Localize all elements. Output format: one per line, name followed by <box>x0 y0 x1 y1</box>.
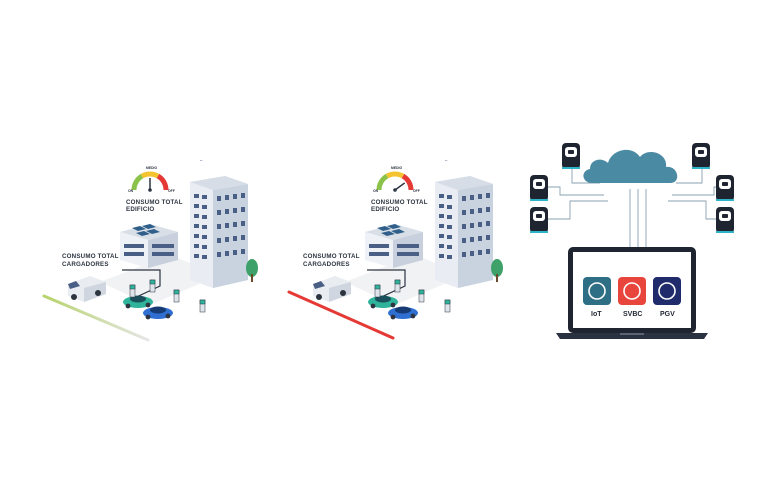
building-label-line2: EDIFICIO <box>126 206 154 213</box>
charging-stations <box>129 279 206 313</box>
wallbox-charger <box>530 175 548 201</box>
office-tower <box>435 160 493 288</box>
app-tile-pgv[interactable] <box>653 277 681 305</box>
gauge-needle <box>394 182 406 191</box>
app-label-iot: IoT <box>591 311 602 318</box>
gauge-top: MEDIO <box>391 166 402 170</box>
cloud-icon <box>583 149 678 183</box>
chargers-label-line2: CARGADORES <box>303 261 350 268</box>
charging-stations <box>374 279 451 313</box>
office-tower <box>190 160 248 288</box>
delivery-van <box>68 276 106 302</box>
chargers-label-line1: CONSUMO TOTAL <box>303 253 360 260</box>
gauge-top: MEDIO <box>146 166 157 170</box>
cloud-network-diagram: IoT SVBC PGV <box>530 143 734 339</box>
gauge-min: ON <box>128 189 134 193</box>
wallbox-charger <box>562 143 580 169</box>
building-label-line1: CONSUMO TOTAL <box>126 199 183 206</box>
tree <box>246 259 258 282</box>
gauge-max: OFF <box>168 189 175 193</box>
consumption-gauge: ON OFF MEDIO <box>373 166 420 193</box>
delivery-van <box>313 276 351 302</box>
ev-car-blue <box>388 306 418 320</box>
wallbox-charger <box>530 207 548 233</box>
tree <box>491 259 503 282</box>
wallbox-charger <box>692 143 710 169</box>
scene-normal: ON OFF MEDIO CONSUMO TOTAL EDIFICIO CONS… <box>42 160 258 342</box>
consumption-gauge: ON OFF MEDIO <box>128 166 175 193</box>
gauge-max: OFF <box>413 189 420 193</box>
solar-building <box>120 224 178 268</box>
charger-consumption-line <box>42 294 150 342</box>
gauge-min: ON <box>373 189 379 193</box>
app-tile-iot[interactable] <box>583 277 611 305</box>
solar-building <box>365 224 423 268</box>
app-label-pgv: PGV <box>660 311 675 318</box>
wallbox-chargers <box>530 143 734 233</box>
wallbox-charger <box>716 175 734 201</box>
ev-car-blue <box>143 306 173 320</box>
building-label-line1: CONSUMO TOTAL <box>371 199 428 206</box>
chargers-label-line2: CARGADORES <box>62 261 109 268</box>
wallbox-charger <box>716 207 734 233</box>
app-tile-svbc[interactable] <box>618 277 646 305</box>
app-label-svbc: SVBC <box>623 311 642 318</box>
scene-overload: ON OFF MEDIO CONSUMO TOTAL EDIFICIO CONS… <box>287 160 503 340</box>
building-label-line2: EDIFICIO <box>371 206 399 213</box>
charger-consumption-line <box>287 290 395 340</box>
chargers-label-line1: CONSUMO TOTAL <box>62 253 119 260</box>
